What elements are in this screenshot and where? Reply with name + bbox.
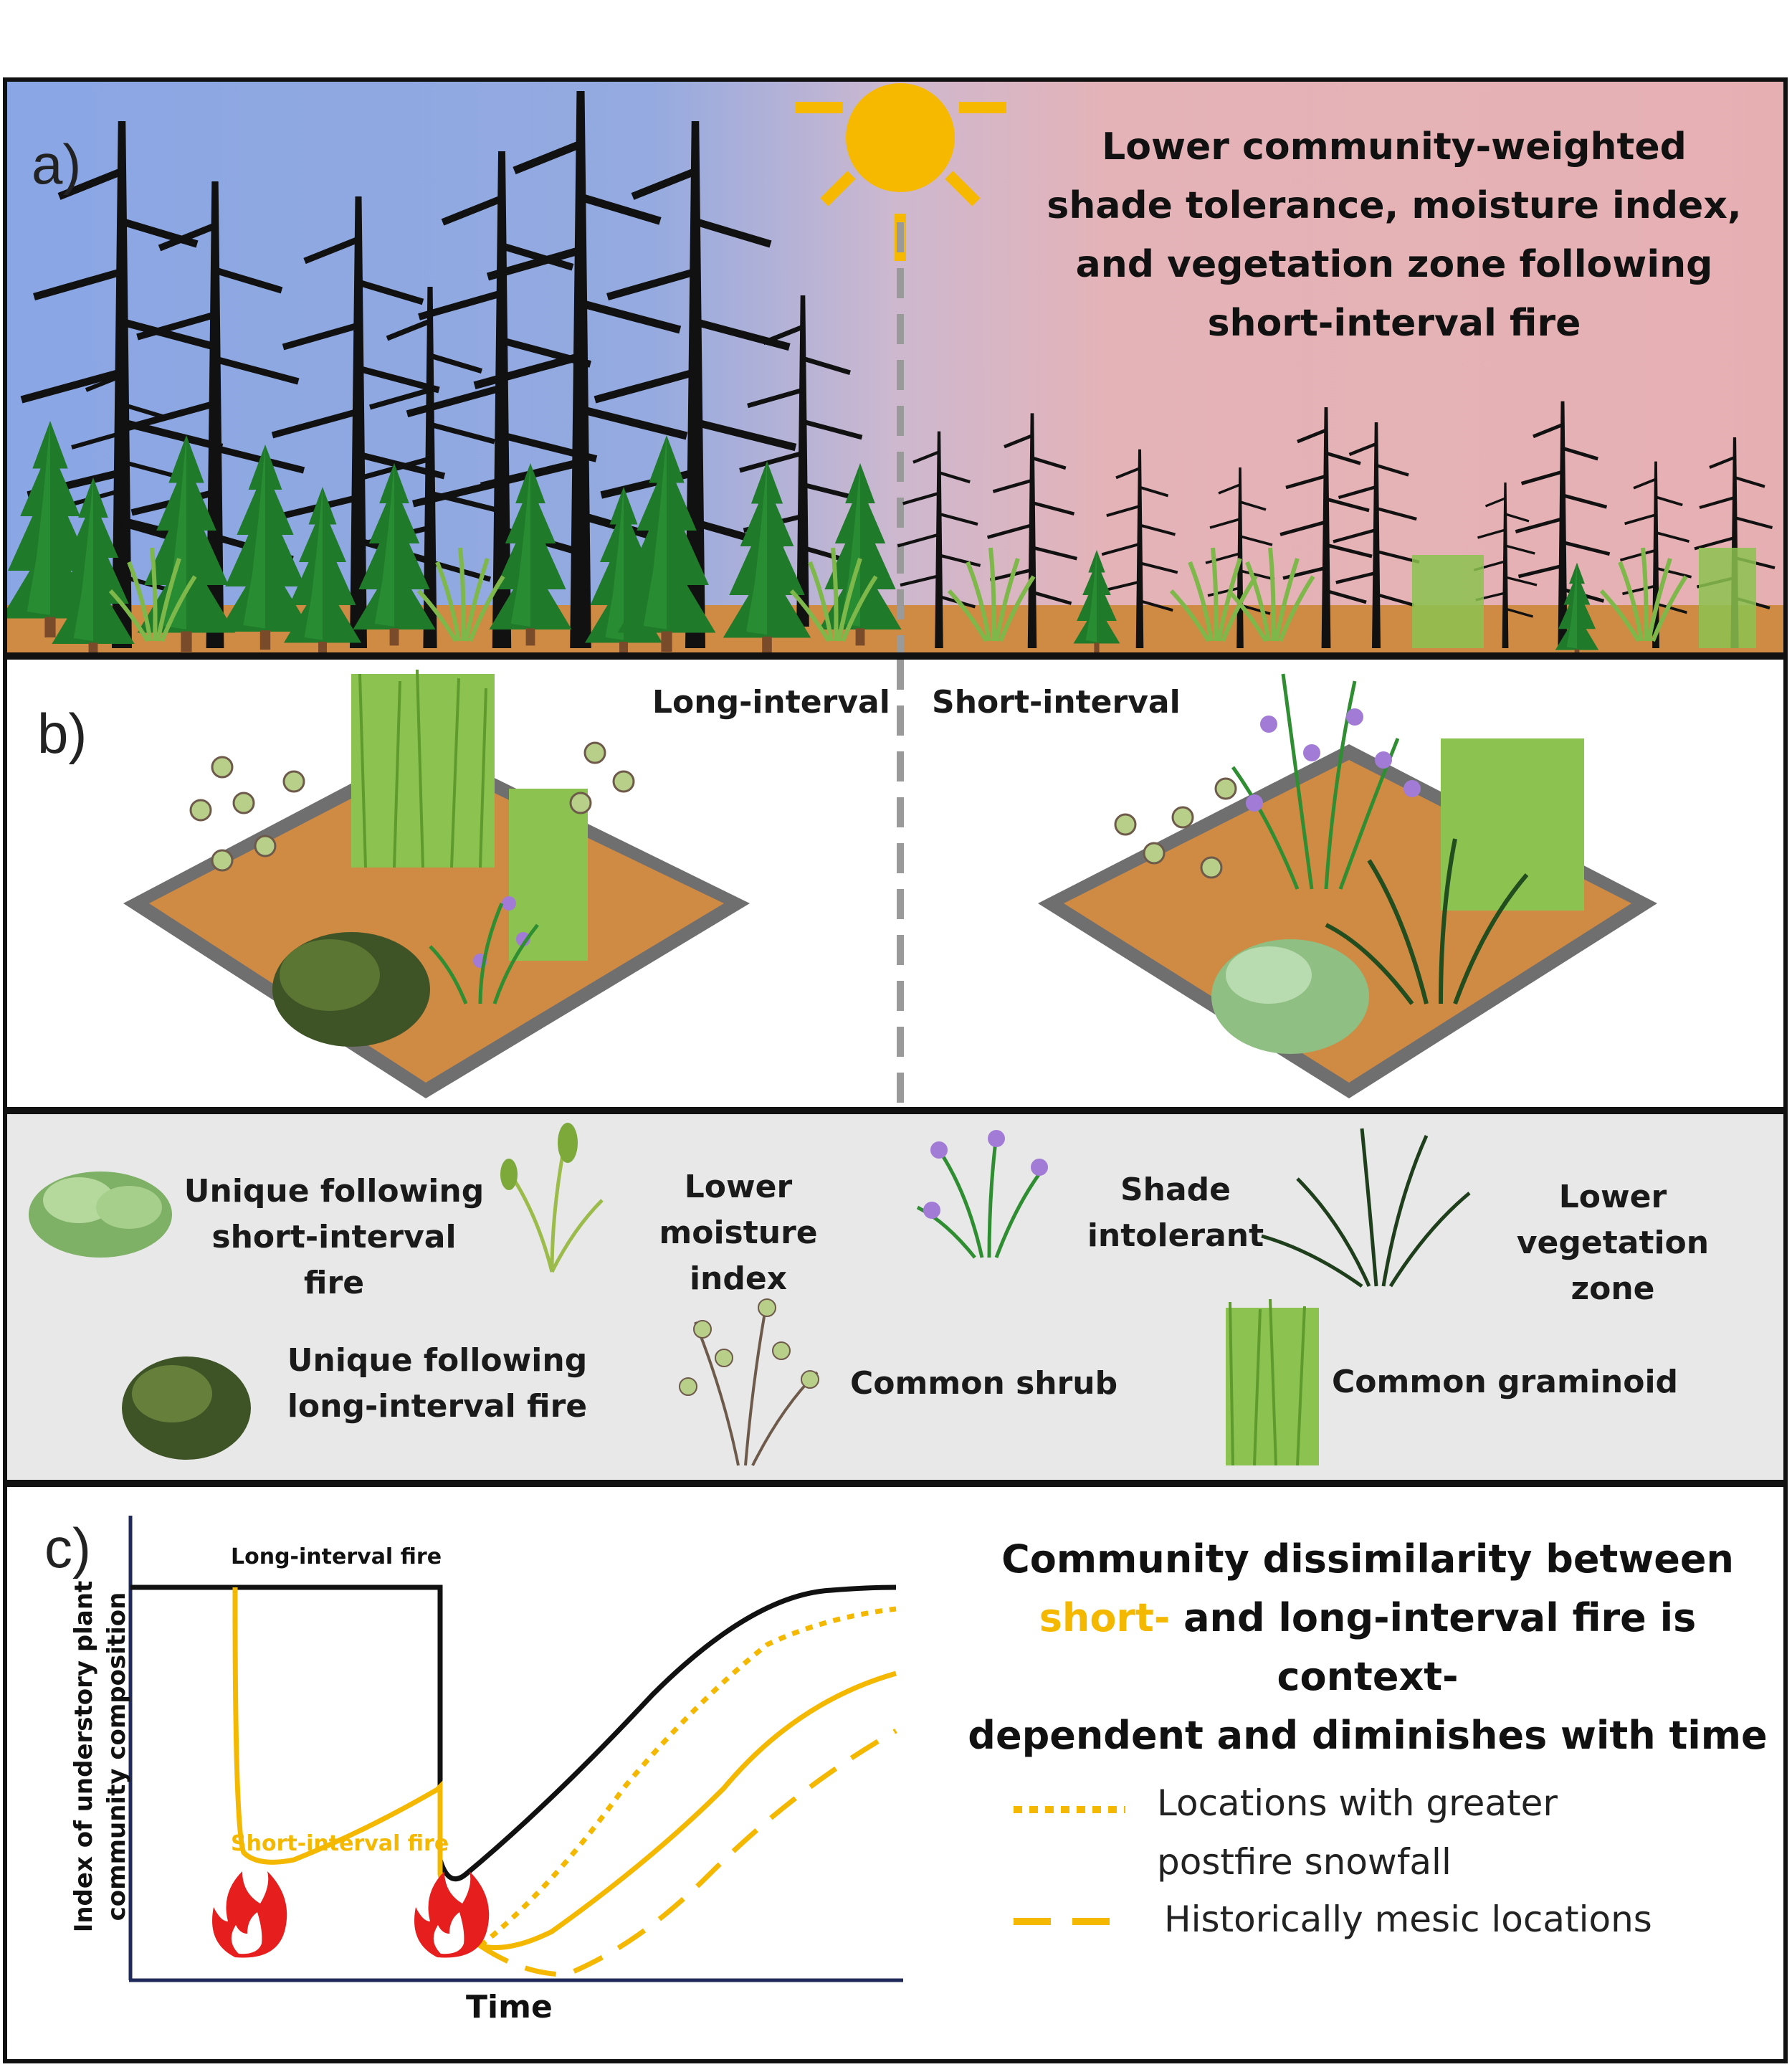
long-interval-title: Long-interval bbox=[652, 684, 890, 721]
headline-line: Community dissimilarity between bbox=[1001, 1536, 1734, 1582]
caption-line: shade tolerance, moisture index, bbox=[1047, 184, 1742, 227]
short-interval-snowfall-line bbox=[478, 1606, 897, 1948]
legend-dotted-label: Locations with greater postfire snowfall bbox=[1157, 1774, 1558, 1891]
legend-line: zone bbox=[1571, 1270, 1655, 1307]
short-interval-title: Short-interval bbox=[932, 684, 1181, 721]
tall-graminoid-icon bbox=[1226, 1298, 1319, 1466]
long-interval-line bbox=[130, 1584, 897, 1882]
series-label-short: Short-interval fire bbox=[231, 1831, 449, 1856]
legend-label-unique-short: Unique following short-interval fire bbox=[184, 1169, 485, 1306]
hosta-plant-icon bbox=[29, 1172, 172, 1258]
panel-a-caption: Lower community-weighted shade tolerance… bbox=[1032, 118, 1756, 353]
long-interval-plot bbox=[123, 669, 750, 1098]
legend-line: Shade bbox=[1120, 1172, 1231, 1208]
y-axis-label-text: Index of understory plant community comp… bbox=[70, 1580, 131, 1933]
legend-label-moisture: Lower moisture index bbox=[602, 1164, 874, 1302]
forest-scene bbox=[7, 82, 1783, 652]
legend-label-common-shrub: Common shrub bbox=[850, 1365, 1118, 1402]
chart-axes bbox=[128, 1516, 903, 1982]
panel-b-label: b) bbox=[37, 702, 87, 765]
caption-line: and vegetation zone following bbox=[1075, 243, 1713, 286]
panel-a: a) Lower community-weighted shade tolera… bbox=[3, 77, 1788, 657]
legend-line: Unique following bbox=[287, 1342, 588, 1379]
fire-icon bbox=[212, 1871, 287, 1958]
legend-dashed-label: Historically mesic locations bbox=[1164, 1899, 1652, 1940]
understory-right bbox=[949, 548, 1756, 648]
panel-c-headline: Community dissimilarity between short- a… bbox=[952, 1530, 1783, 1765]
caption-line: short-interval fire bbox=[1207, 302, 1581, 345]
fire-icon bbox=[414, 1871, 490, 1958]
legend-line: intolerant bbox=[1087, 1217, 1264, 1254]
leafy-shrub-icon bbox=[679, 1298, 819, 1466]
iris-flower-icon bbox=[916, 1130, 1048, 1259]
short-interval-plot bbox=[1038, 673, 1657, 1098]
caption-line: Lower community-weighted bbox=[1102, 125, 1687, 168]
panel-c-label: c) bbox=[44, 1516, 91, 1579]
legend-icons bbox=[29, 1123, 1471, 1466]
legend-line: Lower vegetation bbox=[1516, 1179, 1710, 1261]
panel-c: c) Long-interval fire Short-interval fir… bbox=[3, 1483, 1788, 2063]
legend-line: long-interval fire bbox=[287, 1388, 588, 1425]
short-interval-line bbox=[232, 1587, 897, 1950]
legend-label-unique-long: Unique following long-interval fire bbox=[280, 1338, 595, 1430]
headline-rest: and long-interval fire is context- bbox=[1170, 1595, 1697, 1699]
legend-line: short-interval fire bbox=[211, 1219, 457, 1301]
dissimilarity-chart bbox=[128, 1516, 1125, 1982]
panel-b: b) Long-interval Short-interval bbox=[3, 655, 1788, 1111]
legend-line: Lower moisture bbox=[659, 1169, 818, 1251]
legend-line: Unique following bbox=[184, 1173, 485, 1210]
headline-line: dependent and diminishes with time bbox=[968, 1713, 1768, 1758]
dark-grass-icon bbox=[1261, 1128, 1471, 1288]
legend-label-common-graminoid: Common graminoid bbox=[1332, 1364, 1679, 1400]
panel-a-label: a) bbox=[32, 133, 82, 196]
legend-label-shade: Shade intolerant bbox=[1068, 1167, 1283, 1259]
forb-seedling-icon bbox=[500, 1123, 604, 1273]
y-axis-label: Index of understory plant community comp… bbox=[67, 1570, 133, 1943]
dense-shrub-icon bbox=[122, 1356, 251, 1460]
x-axis-label: Time bbox=[466, 1989, 553, 2025]
short-interval-mesic-line bbox=[479, 1728, 897, 1977]
legend-line: postfire snowfall bbox=[1157, 1841, 1452, 1883]
species-legend: Unique following short-interval fire Low… bbox=[3, 1110, 1788, 1484]
legend-label-vegetation: Lower vegetation zone bbox=[1462, 1174, 1763, 1312]
headline-highlight: short- bbox=[1039, 1595, 1171, 1640]
plot-diagrams bbox=[123, 660, 1657, 1107]
legend-line: Locations with greater bbox=[1157, 1782, 1558, 1824]
headline-line: short- and long-interval fire is context… bbox=[952, 1589, 1783, 1706]
series-label-long: Long-interval fire bbox=[231, 1544, 442, 1569]
legend-line: index bbox=[689, 1260, 788, 1297]
